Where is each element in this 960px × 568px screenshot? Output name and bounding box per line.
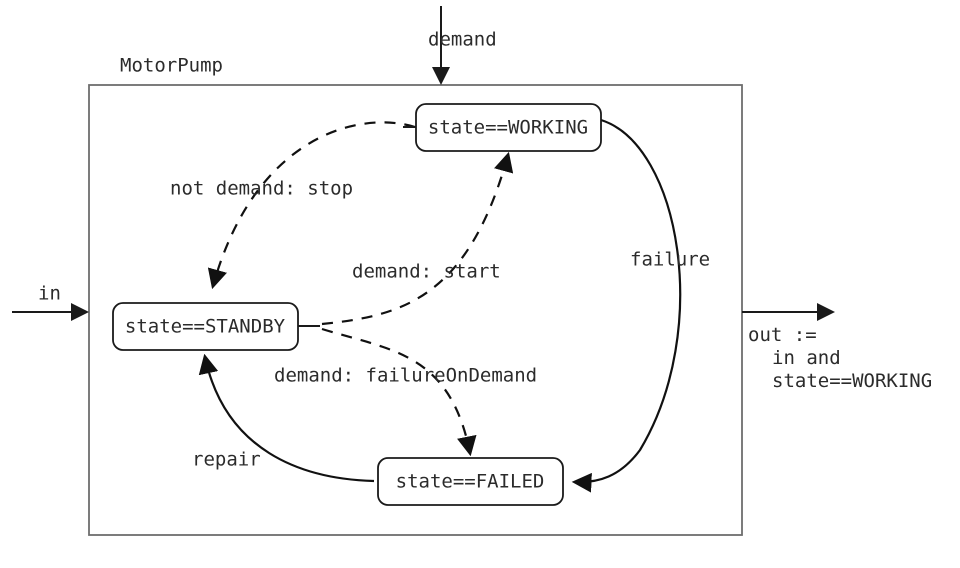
state-failed-box[interactable]	[377, 457, 564, 506]
transition-repair-edge	[198, 353, 375, 483]
out-expression-line-2: in and	[772, 347, 841, 369]
motorpump-block-boundary	[88, 84, 743, 536]
state-node-working[interactable]: state==WORKING	[415, 103, 602, 152]
out-expression-line-1: out :=	[748, 324, 817, 346]
state-node-failed[interactable]: state==FAILED	[377, 457, 564, 506]
out-expression-line-3: state==WORKING	[772, 370, 932, 392]
transition-start-label: demand: start	[352, 261, 501, 283]
transition-stop-label: not demand: stop	[170, 178, 353, 200]
transition-repair-label: repair	[192, 449, 261, 471]
transition-failure-label: failure	[630, 249, 710, 271]
demand-port-label: demand	[428, 29, 497, 51]
state-standby-label: state==STANDBY	[125, 316, 286, 338]
in-port-label: in	[38, 283, 61, 305]
block-title: MotorPump	[120, 55, 223, 77]
transition-failureondemand-label: demand: failureOnDemand	[274, 365, 537, 387]
transition-failure-edge	[571, 118, 682, 493]
transition-start-edge	[321, 151, 514, 326]
state-working-label: state==WORKING	[428, 117, 588, 139]
transition-stop-edge	[207, 121, 416, 290]
transition-failureondemand-edge	[321, 327, 477, 457]
state-failed-label: state==FAILED	[396, 471, 545, 493]
state-node-standby[interactable]: state==STANDBY	[112, 302, 299, 351]
